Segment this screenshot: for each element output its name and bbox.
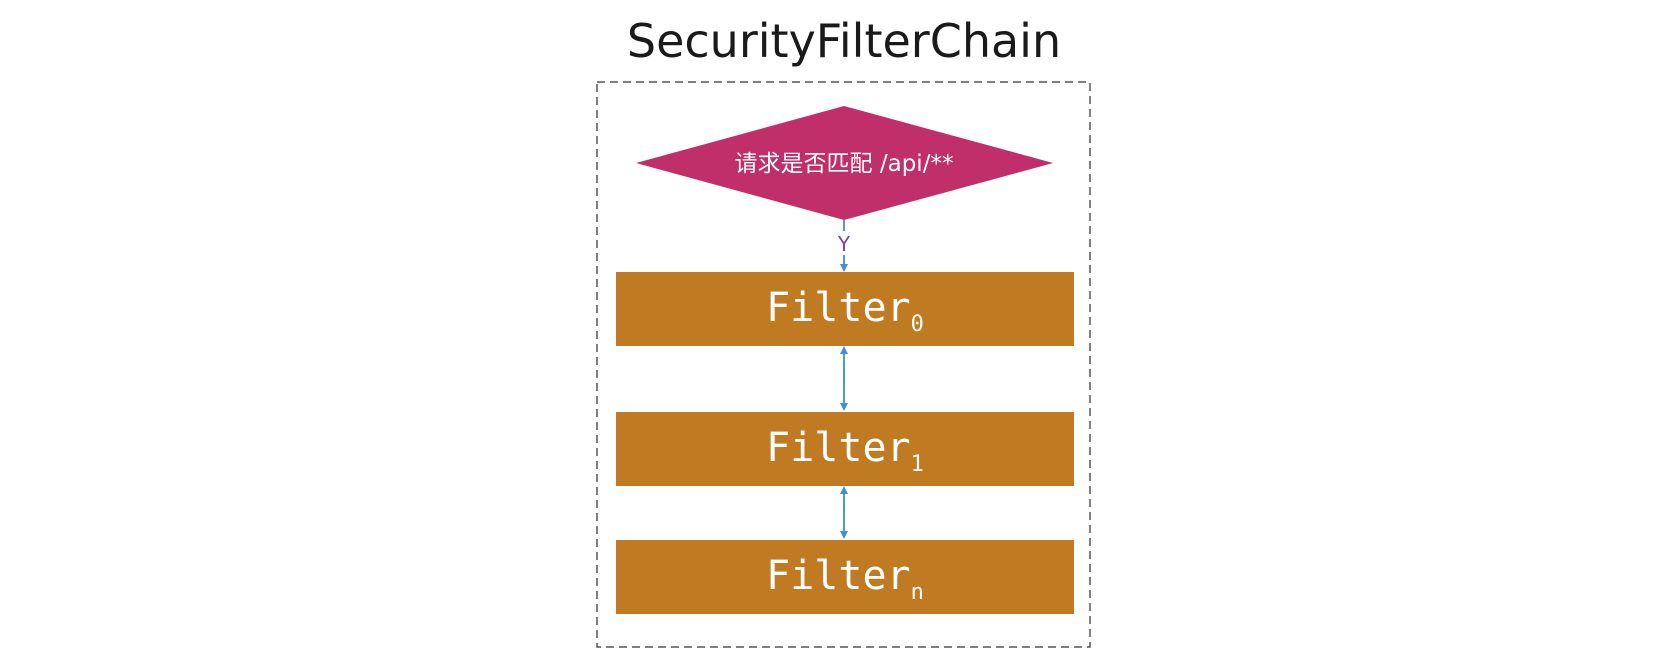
filter-label: Filter1 — [766, 425, 924, 477]
filter-name: Filter — [766, 285, 911, 331]
filter-chain-container — [596, 81, 1091, 648]
yes-label-background — [834, 231, 854, 255]
filter-name: Filter — [766, 553, 911, 599]
match-decision-node: 请求是否匹配 /api/** — [636, 106, 1053, 220]
yes-edge-label: Y — [837, 232, 851, 256]
filter-box — [616, 272, 1074, 346]
filter-node-n: Filtern — [616, 540, 1074, 614]
filter-box — [616, 540, 1074, 614]
decision-diamond-shape — [636, 106, 1053, 220]
filter-label: Filter0 — [766, 285, 924, 337]
filter-subscript: 0 — [911, 312, 924, 337]
filter-subscript: 1 — [911, 452, 924, 477]
filter-label: Filtern — [766, 553, 924, 605]
filter-subscript: n — [911, 580, 924, 605]
diagram-title: SecurityFilterChain — [627, 14, 1061, 68]
decision-label: 请求是否匹配 /api/** — [735, 151, 954, 177]
filter-name: Filter — [766, 425, 911, 471]
filter-box — [616, 412, 1074, 486]
filter-node-0: Filter0 — [616, 272, 1074, 346]
filter-node-1: Filter1 — [616, 412, 1074, 486]
